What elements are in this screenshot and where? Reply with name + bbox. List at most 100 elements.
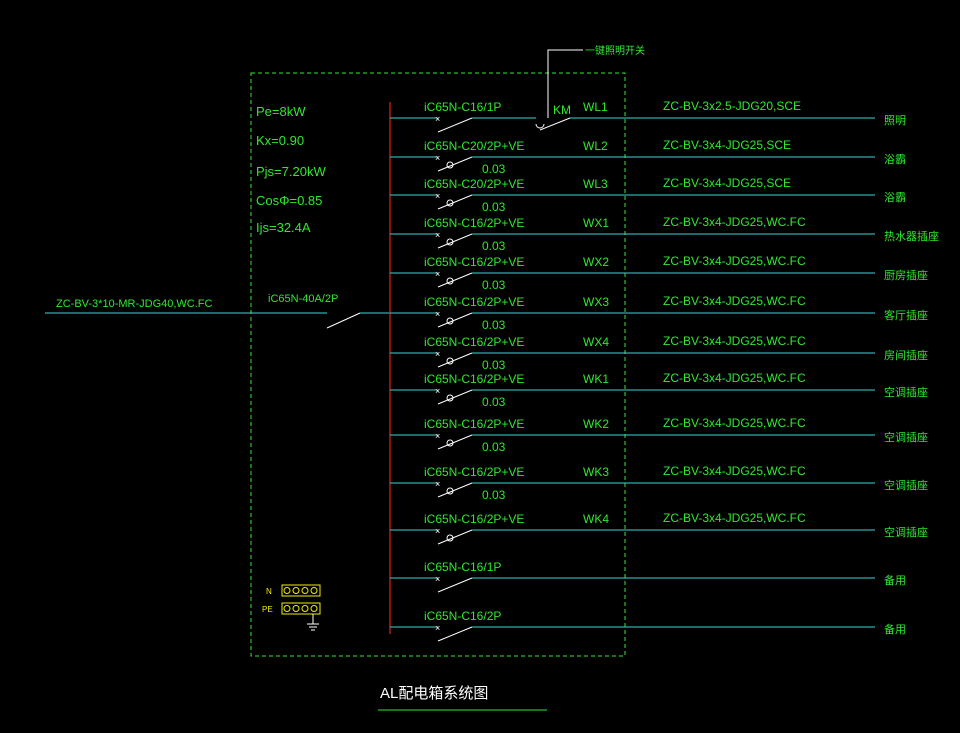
circuit-code-label: WX1: [583, 216, 609, 230]
circuit-load-label: 客厅插座: [884, 308, 928, 322]
param-pjs: Pjs=7.20kW: [256, 164, 326, 179]
rcd-circle-icon: [446, 534, 454, 542]
pe-terminal-block: [281, 602, 321, 615]
circuit-code-label: WK3: [583, 465, 609, 479]
circuit-cable-label: ZC-BV-3x4-JDG25,SCE: [663, 138, 791, 152]
breaker-blade: [437, 389, 473, 405]
rcd-rating-label: 0.03: [482, 278, 506, 292]
rcd-circle-icon: [446, 161, 454, 169]
circuit-load-label: 热水器插座: [884, 229, 939, 243]
breaker-label: iC65N-C16/2P+VE: [424, 295, 524, 309]
circuit-code-label: WK2: [583, 417, 609, 431]
breaker-x-mark: ×: [435, 386, 440, 396]
rcd-rating-label: 0.03: [482, 488, 506, 502]
circuit-load-label: 空调插座: [884, 478, 928, 492]
circuit-cable-label: ZC-BV-3x4-JDG25,WC.FC: [663, 416, 806, 430]
breaker-x-mark: ×: [435, 526, 440, 536]
enclosure-frame: [250, 72, 626, 657]
circuit-cable-label: ZC-BV-3x2.5-JDG20,SCE: [663, 99, 801, 113]
circuit-load-label: 房间插座: [884, 348, 928, 362]
n-terminal-screws: [283, 587, 318, 594]
breaker-blade: [437, 312, 473, 328]
circuit-code-label: WX4: [583, 335, 609, 349]
rcd-circle-icon: [446, 357, 454, 365]
breaker-x-mark: ×: [435, 479, 440, 489]
breaker-blade: [437, 194, 473, 210]
rcd-circle-icon: [446, 487, 454, 495]
rcd-circle-icon: [446, 238, 454, 246]
circuit-code-label: WX2: [583, 255, 609, 269]
circuit-cable-label: ZC-BV-3x4-JDG25,WC.FC: [663, 294, 806, 308]
n-terminal-label: N: [266, 587, 272, 596]
switch-label: 一键照明开关: [585, 44, 645, 57]
breaker-label: iC65N-C16/2P+VE: [424, 417, 524, 431]
circuit-load-label: 空调插座: [884, 385, 928, 399]
breaker-label: iC65N-C20/2P+VE: [424, 139, 524, 153]
circuit-code-label: WL2: [583, 139, 608, 153]
rcd-circle-icon: [446, 199, 454, 207]
param-kx: Kx=0.90: [256, 133, 304, 148]
param-ijs: Ijs=32.4A: [256, 220, 311, 235]
breaker-blade: [437, 577, 473, 593]
circuit-cable-label: ZC-BV-3x4-JDG25,SCE: [663, 176, 791, 190]
breaker-label: iC65N-C16/1P: [424, 100, 501, 114]
circuit-load-label: 备用: [884, 573, 906, 587]
breaker-label: iC65N-C16/2P+VE: [424, 255, 524, 269]
breaker-label: iC65N-C16/2P+VE: [424, 512, 524, 526]
circuit-code-label: WL1: [583, 100, 608, 114]
breaker-blade: [437, 233, 473, 249]
circuit-load-label: 浴霸: [884, 153, 906, 166]
breaker-x-mark: ×: [435, 191, 440, 201]
circuit-cable-label: ZC-BV-3x4-JDG25,WC.FC: [663, 511, 806, 525]
breaker-label: iC65N-C16/2P+VE: [424, 216, 524, 230]
breaker-label: iC65N-C20/2P+VE: [424, 177, 524, 191]
circuit-cable-label: ZC-BV-3x4-JDG25,WC.FC: [663, 371, 806, 385]
rcd-rating-label: 0.03: [482, 200, 506, 214]
breaker-label: iC65N-C16/2P+VE: [424, 372, 524, 386]
breaker-x-mark: ×: [435, 574, 440, 584]
km-label: KM: [553, 103, 571, 117]
param-cos: CosΦ=0.85: [256, 193, 322, 208]
circuit-code-label: WL3: [583, 177, 608, 191]
rcd-rating-label: 0.03: [482, 358, 506, 372]
breaker-blade: [437, 117, 473, 133]
rcd-rating-label: 0.03: [482, 318, 506, 332]
incoming-cable-label: ZC-BV-3*10-MR-JDG40,WC.FC: [56, 298, 213, 310]
breaker-blade: [437, 156, 473, 172]
rcd-rating-label: 0.03: [482, 162, 506, 176]
rcd-rating-label: 0.03: [482, 440, 506, 454]
circuit-load-label: 空调插座: [884, 430, 928, 444]
breaker-x-mark: ×: [435, 431, 440, 441]
circuit-code-label: WX3: [583, 295, 609, 309]
rcd-rating-label: 0.03: [482, 239, 506, 253]
rcd-circle-icon: [446, 394, 454, 402]
param-pe: Pe=8kW: [256, 104, 306, 119]
circuit-code-label: WK1: [583, 372, 609, 386]
circuit-load-label: 浴霸: [884, 191, 906, 204]
breaker-blade: [437, 626, 473, 642]
rcd-circle-icon: [446, 317, 454, 325]
pe-terminal-label: PE: [262, 605, 273, 614]
breaker-x-mark: ×: [435, 309, 440, 319]
circuit-load-label: 照明: [884, 114, 906, 127]
circuit-load-label: 厨房插座: [884, 268, 928, 282]
breaker-x-mark: ×: [435, 153, 440, 163]
n-terminal-block: [281, 584, 321, 597]
breaker-x-mark: ×: [435, 114, 440, 124]
switch-leader-line: [547, 49, 583, 118]
breaker-x-mark: ×: [435, 623, 440, 633]
breaker-label: iC65N-C16/2P: [424, 609, 501, 623]
breaker-blade: [437, 352, 473, 368]
breaker-label: iC65N-C16/1P: [424, 560, 501, 574]
rcd-rating-label: 0.03: [482, 395, 506, 409]
breaker-x-mark: ×: [435, 230, 440, 240]
breaker-label: iC65N-C16/2P+VE: [424, 335, 524, 349]
incoming-breaker-label: iC65N-40A/2P: [268, 293, 338, 305]
contactor-km-icon: [535, 123, 545, 129]
breaker-label: iC65N-C16/2P+VE: [424, 465, 524, 479]
breaker-x-mark: ×: [435, 269, 440, 279]
diagram-title: AL配电箱系统图: [380, 685, 488, 702]
rcd-circle-icon: [446, 439, 454, 447]
